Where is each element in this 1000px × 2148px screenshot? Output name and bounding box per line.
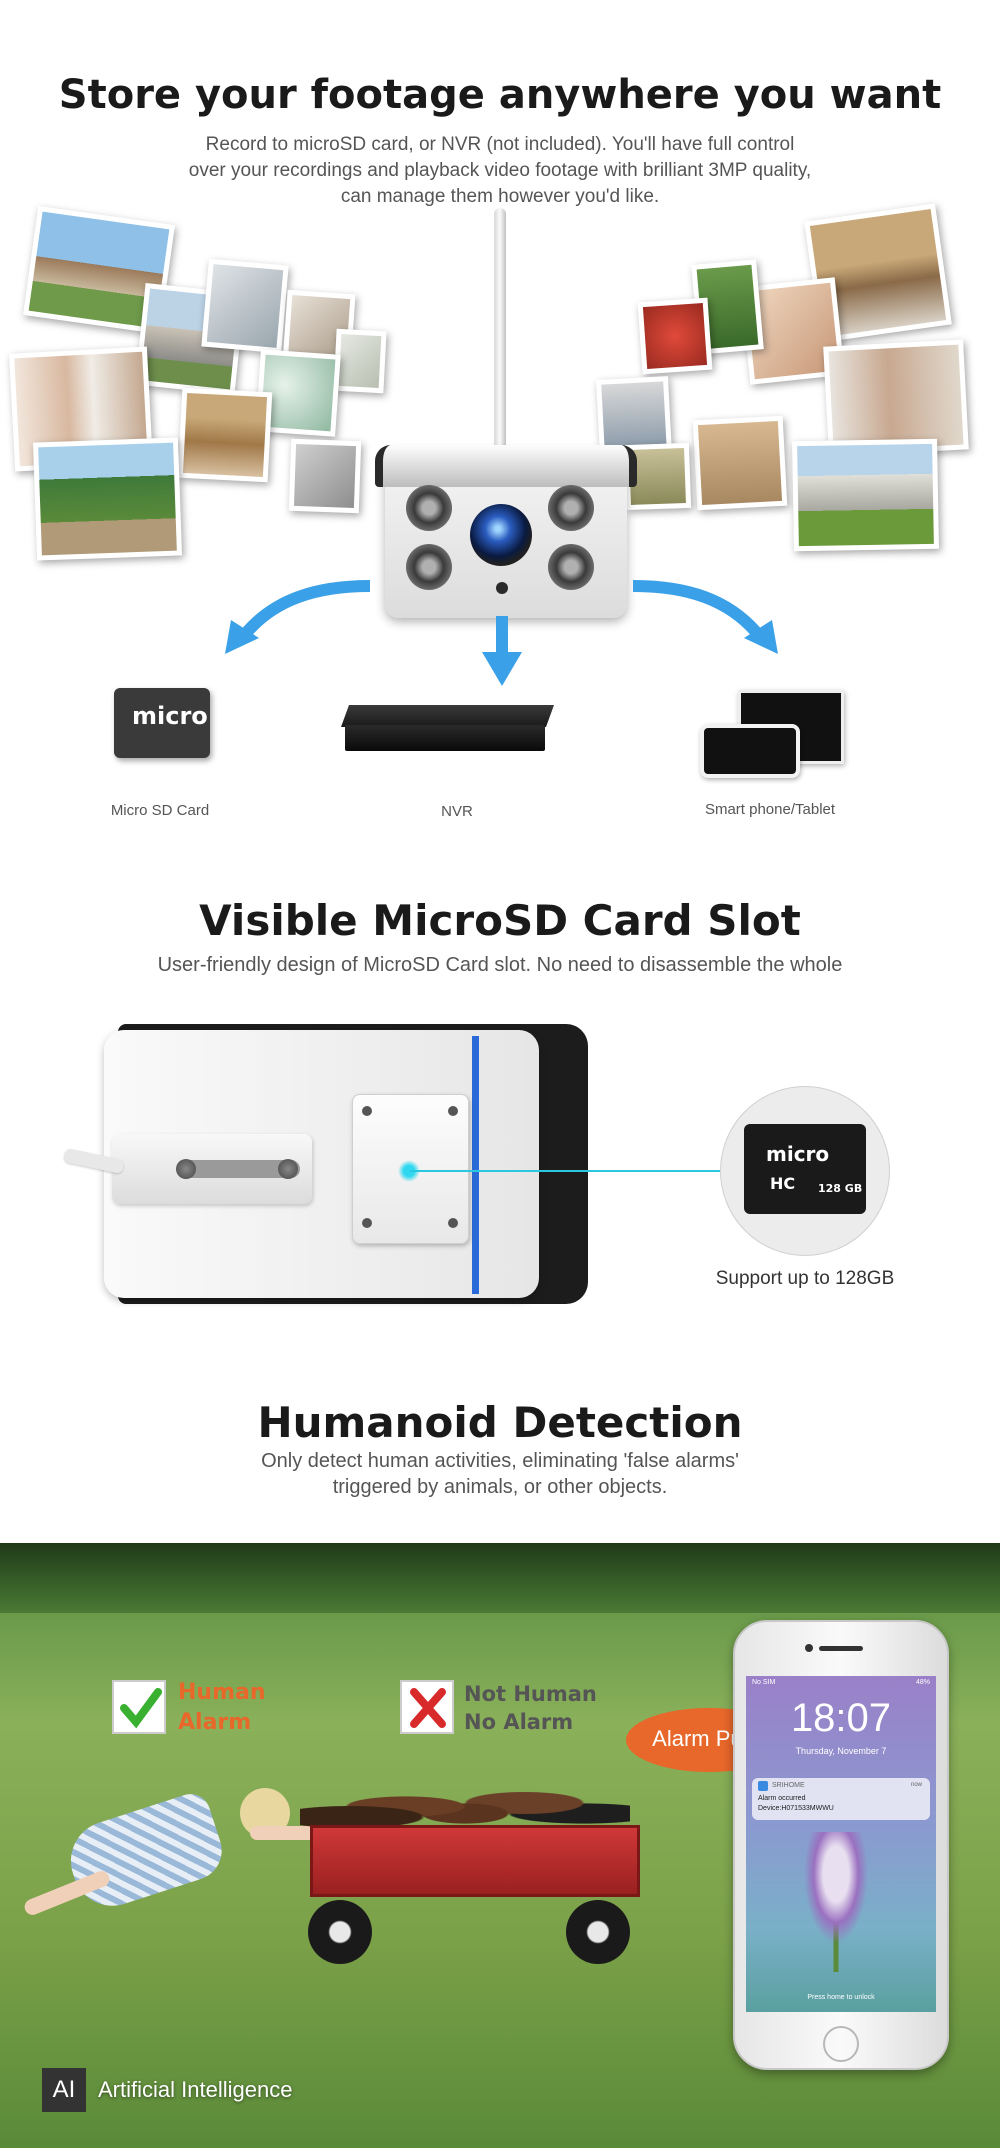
section3-desc-line-2: triggered by animals, or other objects. bbox=[332, 1476, 668, 1498]
camera-antenna bbox=[494, 208, 506, 453]
camera-ir-led-1 bbox=[406, 485, 452, 531]
sd-cover-screw-2 bbox=[448, 1106, 458, 1116]
sd-cover-screw-4 bbox=[448, 1218, 458, 1228]
connector-line bbox=[410, 1170, 722, 1172]
human-alarm-label-line-2: Alarm bbox=[178, 1710, 252, 1735]
destination-label-sd: Micro SD Card bbox=[110, 802, 210, 819]
photo-chairs bbox=[288, 438, 362, 514]
arrow-right-icon bbox=[632, 580, 778, 654]
sd-cover-screw-1 bbox=[362, 1106, 372, 1116]
not-human-check-box bbox=[400, 1680, 454, 1734]
notification-time: now bbox=[910, 1782, 922, 1788]
wagon-body bbox=[310, 1825, 640, 1897]
destination-label-phone: Smart phone/Tablet bbox=[704, 801, 836, 818]
sd-card-caption: Support up to 128GB bbox=[715, 1268, 895, 1289]
camera-sensor bbox=[496, 582, 508, 594]
check-icon bbox=[120, 1688, 162, 1729]
sd-slot-highlight bbox=[398, 1160, 420, 1182]
section2-desc: User-friendly design of MicroSD Card slo… bbox=[157, 954, 843, 976]
section3-title: Humanoid Detection bbox=[257, 1398, 743, 1447]
photo-palms bbox=[32, 437, 183, 561]
notification-device: Device:H071533MWWU bbox=[758, 1805, 834, 1812]
photo-office bbox=[201, 258, 289, 354]
phone-home-button[interactable] bbox=[823, 2026, 859, 2062]
wagon-wheel-2 bbox=[566, 1900, 630, 1964]
section1-desc-line-1: Record to microSD card, or NVR (not incl… bbox=[205, 134, 795, 155]
camera-hood bbox=[375, 445, 637, 487]
sd-cover-screw-3 bbox=[362, 1218, 372, 1228]
notification-app-icon bbox=[758, 1781, 768, 1791]
cross-icon bbox=[410, 1688, 446, 1728]
ai-text: Artificial Intelligence bbox=[98, 2077, 293, 2102]
photo-home bbox=[792, 438, 939, 552]
micro-sd-logo: micro bbox=[132, 702, 208, 730]
human-alarm-label-line-1: Human bbox=[178, 1680, 266, 1705]
smartphone-tablet-icon bbox=[700, 690, 845, 778]
smartphone: No SIM 48% 18:07 Thursday, November 7 SR… bbox=[733, 1620, 949, 2070]
photo-building bbox=[692, 415, 788, 511]
not-human-label-line-2: No Alarm bbox=[464, 1710, 574, 1734]
section1-desc-line-3: can manage them however you'd like. bbox=[340, 186, 660, 207]
camera-mount-slot bbox=[180, 1160, 300, 1178]
destination-label-nvr: NVR bbox=[441, 803, 473, 820]
camera-lens bbox=[470, 504, 532, 566]
sd-card-brand: micro bbox=[766, 1142, 830, 1166]
arrow-left-icon bbox=[225, 580, 371, 654]
phone-wallpaper-flowers bbox=[791, 1832, 881, 1972]
phone-camera bbox=[805, 1644, 813, 1652]
camera-blue-stripe bbox=[472, 1036, 479, 1294]
phone-speaker bbox=[819, 1646, 863, 1651]
photo-window bbox=[333, 328, 387, 394]
camera-screw-1 bbox=[176, 1159, 196, 1179]
sd-card-capacity: 128 GB bbox=[818, 1182, 863, 1195]
sd-card-hc: HC bbox=[770, 1174, 796, 1193]
micro-sd-card-icon: micro bbox=[114, 688, 210, 758]
phone-date: Thursday, November 7 bbox=[795, 1746, 887, 1756]
section1-title: Store your footage anywhere you want bbox=[58, 72, 942, 118]
photo-flowers bbox=[637, 297, 713, 375]
ai-badge: AI bbox=[42, 2068, 86, 2112]
phone-screen: No SIM 48% 18:07 Thursday, November 7 SR… bbox=[746, 1676, 936, 2012]
phone-unlock-hint: Press home to unlock bbox=[807, 1994, 875, 2001]
section3-desc-line-1: Only detect human activities, eliminatin… bbox=[261, 1450, 739, 1472]
arrow-down-icon bbox=[482, 616, 522, 686]
notification-title: Alarm occurred bbox=[758, 1795, 806, 1802]
phone-time: 18:07 bbox=[790, 1696, 892, 1740]
not-human-label-line-1: Not Human bbox=[464, 1682, 597, 1706]
wagon-wheel-1 bbox=[308, 1900, 372, 1964]
photo-shelf bbox=[177, 387, 273, 483]
phone-carrier: No SIM bbox=[752, 1679, 776, 1686]
camera-ir-led-4 bbox=[548, 544, 594, 590]
notification-card: SRIHOME now Alarm occurred Device:H07153… bbox=[752, 1778, 930, 1820]
section2-title: Visible MicroSD Card Slot bbox=[199, 896, 801, 945]
human-check-box bbox=[112, 1680, 166, 1734]
camera-ir-led-2 bbox=[548, 485, 594, 531]
notification-app: SRIHOME bbox=[772, 1782, 805, 1789]
camera-screw-2 bbox=[278, 1159, 298, 1179]
camera-ir-led-3 bbox=[406, 544, 452, 590]
microsd-card-128gb: micro HC 128 GB bbox=[744, 1124, 866, 1214]
section1-desc-line-2: over your recordings and playback video … bbox=[188, 160, 812, 181]
nvr-icon bbox=[340, 705, 555, 755]
phone-battery: 48% bbox=[915, 1679, 930, 1686]
